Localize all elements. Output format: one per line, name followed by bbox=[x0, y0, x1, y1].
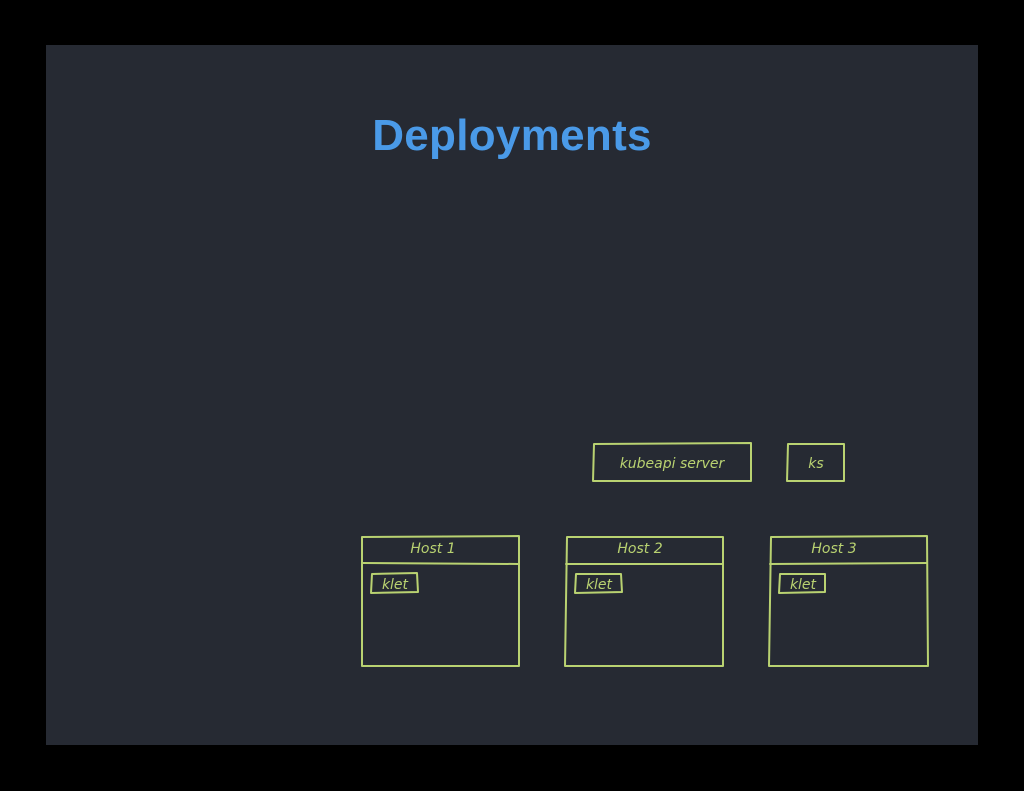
kubelet-box: klet bbox=[370, 572, 419, 594]
slide-title: Deployments bbox=[372, 111, 652, 160]
slide: Deployments bbox=[46, 45, 978, 745]
kubelet-label: klet bbox=[382, 577, 409, 593]
kubelet-label: klet bbox=[790, 577, 817, 593]
scheduler-label: ks bbox=[808, 456, 823, 472]
host-title: Host 3 bbox=[811, 541, 856, 557]
host-box: Host 3 klet bbox=[768, 535, 929, 667]
kubelet-label: klet bbox=[586, 577, 613, 593]
kubeapi-server-box: kubeapi server bbox=[592, 442, 752, 482]
kubelet-box: klet bbox=[574, 573, 623, 594]
host-box: Host 1 klet bbox=[361, 535, 520, 667]
host-box: Host 2 klet bbox=[564, 536, 724, 667]
host-title: Host 1 bbox=[410, 541, 455, 557]
kubeapi-server-label: kubeapi server bbox=[620, 456, 726, 472]
kubelet-box: klet bbox=[778, 573, 826, 594]
scheduler-box: ks bbox=[786, 443, 845, 482]
host-title: Host 2 bbox=[617, 541, 662, 557]
